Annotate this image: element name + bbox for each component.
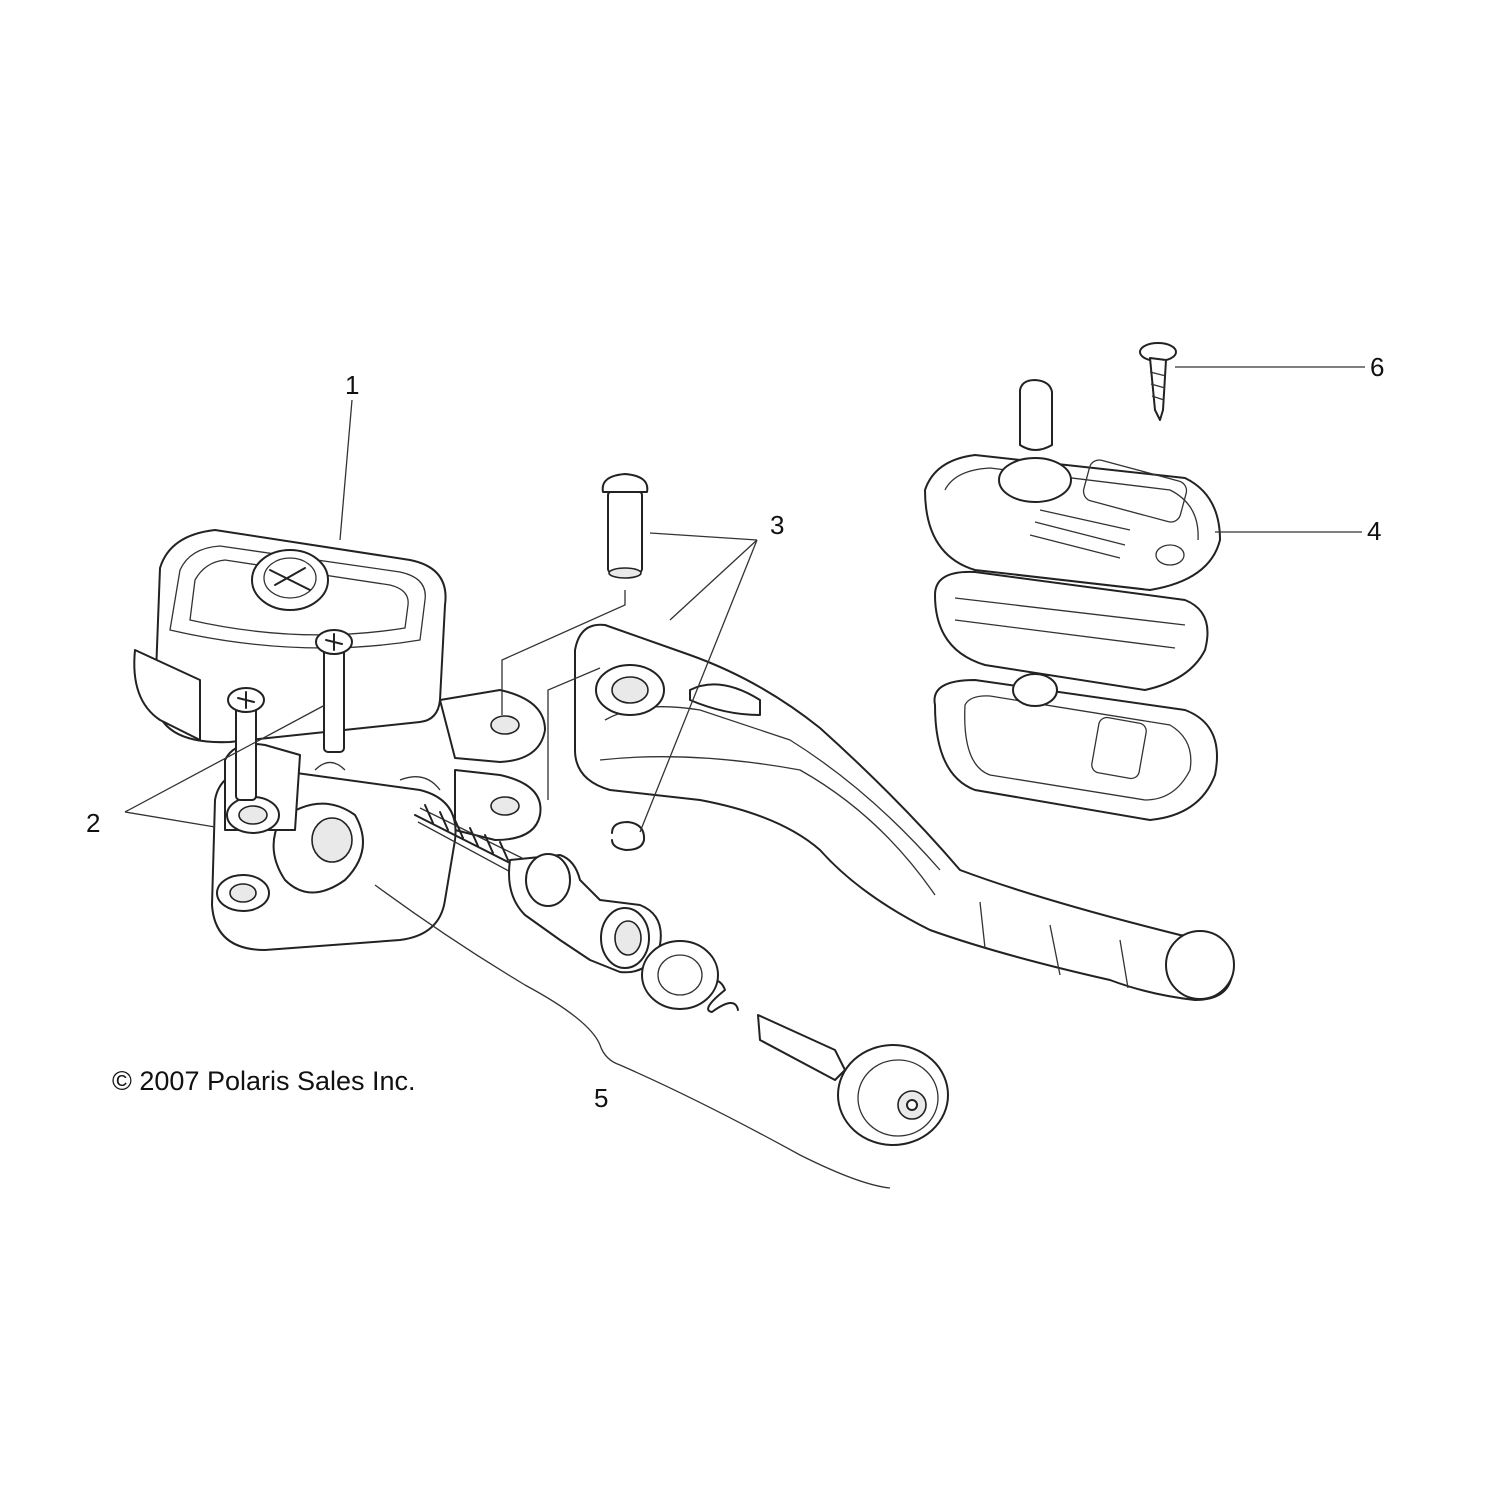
master-cylinder-body bbox=[133, 529, 546, 951]
brake-lever bbox=[574, 623, 1235, 1001]
callout-3: 3 bbox=[770, 510, 785, 540]
callout-5: 5 bbox=[594, 1083, 609, 1113]
pivot-pin-and-clip bbox=[601, 473, 649, 851]
reservoir-cover-assembly bbox=[924, 379, 1221, 821]
piston-assembly bbox=[414, 804, 949, 1146]
callout-6: 6 bbox=[1370, 352, 1385, 382]
clamp-screws bbox=[227, 629, 353, 801]
cover-screw bbox=[1139, 342, 1177, 421]
callout-4: 4 bbox=[1367, 516, 1382, 546]
leader-lines bbox=[124, 366, 1365, 1189]
callout-1: 1 bbox=[345, 370, 360, 400]
copyright-notice: © 2007 Polaris Sales Inc. bbox=[112, 1066, 416, 1096]
callout-2: 2 bbox=[86, 808, 101, 838]
